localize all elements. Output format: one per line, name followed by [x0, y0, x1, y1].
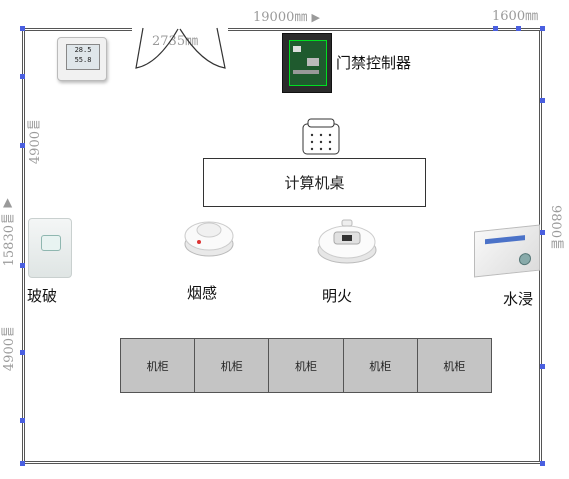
wall-handle[interactable]	[493, 26, 498, 31]
wall-handle[interactable]	[20, 350, 25, 355]
wall-handle[interactable]	[540, 461, 545, 466]
wall-handle[interactable]	[540, 98, 545, 103]
computer-desk[interactable]: 计算机桌	[203, 158, 426, 207]
wall-handle[interactable]	[20, 74, 25, 79]
sensor-humidity: 55.8	[74, 56, 92, 64]
cabinet[interactable]: 机柜	[120, 338, 196, 393]
glass-break-sensor-icon[interactable]	[28, 218, 72, 278]
wall-handle[interactable]	[20, 26, 25, 31]
cabinet[interactable]: 机柜	[417, 338, 493, 393]
temperature-humidity-sensor[interactable]: 28.5 55.8	[57, 37, 107, 81]
dimension-right: 9800㎜	[548, 205, 563, 252]
wall-handle[interactable]	[20, 143, 25, 148]
cabinet[interactable]: 机柜	[343, 338, 418, 393]
wall-handle[interactable]	[540, 230, 545, 235]
dimension-top-right: 1600㎜	[492, 9, 539, 24]
access-controller-label: 门禁控制器	[336, 54, 412, 72]
access-controller-icon[interactable]	[282, 33, 332, 93]
wall-handle[interactable]	[20, 418, 25, 423]
dimension-left-lower: 4900㎜	[2, 325, 17, 372]
wall-handle[interactable]	[540, 364, 545, 369]
room-outline	[22, 28, 542, 464]
cabinet-label: 机柜	[146, 359, 169, 373]
wall-handle[interactable]	[540, 26, 545, 31]
open-fire-label: 明火	[322, 287, 353, 305]
cabinet-label: 机柜	[369, 359, 392, 373]
up-arrow-icon: ▲	[3, 195, 13, 209]
sensor-display: 28.5 55.8	[66, 44, 100, 70]
water-leak-sensor-icon[interactable]	[474, 224, 540, 278]
glass-break-label: 玻破	[27, 287, 58, 305]
smoke-label: 烟感	[187, 284, 218, 302]
dimension-left-upper: 4900㎜	[28, 118, 43, 165]
cabinet-label: 机柜	[295, 359, 317, 373]
computer-desk-label: 计算机桌	[284, 174, 345, 192]
cabinet[interactable]: 机柜	[269, 338, 344, 393]
chair-icon	[302, 118, 340, 155]
cabinet-label: 机柜	[443, 359, 466, 373]
wall-handle[interactable]	[20, 461, 25, 466]
water-leak-label: 水浸	[503, 290, 534, 308]
dimension-left-total: 15830㎜	[2, 212, 17, 267]
sensor-temperature: 28.5	[74, 46, 92, 54]
smoke-detector-icon[interactable]	[183, 214, 235, 264]
cabinet[interactable]: 机柜	[195, 338, 270, 393]
flame-detector-icon[interactable]	[316, 216, 378, 270]
double-door-icon	[132, 26, 228, 69]
cabinet-row: 机柜 机柜 机柜 机柜 机柜	[120, 338, 493, 393]
wall-handle[interactable]	[20, 263, 25, 268]
right-arrow-icon: ▶	[311, 11, 320, 24]
dimension-top-length: 19000㎜ ▶	[253, 10, 320, 25]
wall-handle[interactable]	[516, 26, 521, 31]
cabinet-label: 机柜	[220, 359, 243, 373]
